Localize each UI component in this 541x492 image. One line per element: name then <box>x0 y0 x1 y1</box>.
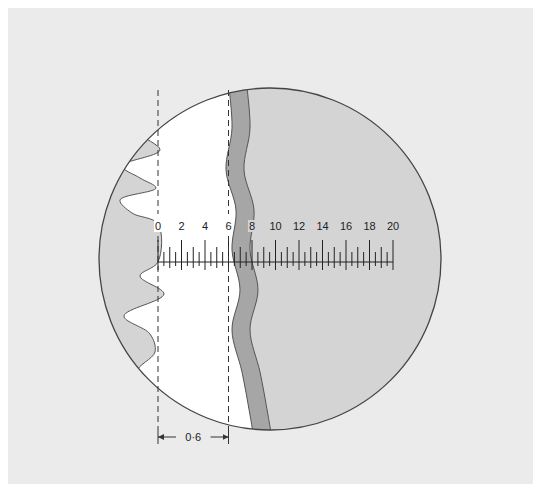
dashed-guide <box>158 236 159 430</box>
scale-tick <box>163 252 164 266</box>
scale-tick <box>228 240 229 270</box>
ground <box>8 8 533 484</box>
scale-tick <box>234 252 235 266</box>
scale-tick <box>293 252 294 266</box>
scale-tick <box>216 247 217 268</box>
bracket-arrow <box>158 437 176 438</box>
scale-number: 6 <box>224 220 232 232</box>
scale-tick <box>240 247 241 268</box>
scale-tick <box>363 252 364 266</box>
scale-tick <box>328 252 329 266</box>
scale-number: 8 <box>248 220 256 232</box>
scale-tick <box>340 252 341 266</box>
scale-tick <box>275 240 276 270</box>
scale-tick <box>169 247 170 268</box>
scale-tick <box>175 252 176 266</box>
scale-tick <box>334 247 335 268</box>
scale-tick <box>181 240 182 270</box>
scale-tick <box>369 240 370 270</box>
scale-tick <box>351 252 352 266</box>
scale-tick <box>222 252 223 266</box>
dashed-guide <box>158 90 159 214</box>
dimension-label: 0·6 <box>184 431 202 443</box>
scale-tick <box>193 247 194 268</box>
scale-tick <box>287 247 288 268</box>
scale-tick <box>199 252 200 266</box>
scale-number: 18 <box>362 220 376 232</box>
scale-tick <box>304 252 305 266</box>
scale-tick <box>158 240 159 270</box>
scale-tick <box>281 252 282 266</box>
scale-tick <box>393 240 394 270</box>
scale-number: 2 <box>177 220 185 232</box>
scale-tick <box>299 240 300 270</box>
scale-tick <box>205 240 206 270</box>
bracket-arrow <box>211 437 229 438</box>
scale-tick <box>252 240 253 270</box>
scale-tick <box>322 240 323 270</box>
scale-number: 10 <box>268 220 282 232</box>
scale-number: 0 <box>154 220 162 232</box>
scale-tick <box>263 247 264 268</box>
scale-tick <box>187 252 188 266</box>
scale-tick <box>269 252 270 266</box>
scale-tick <box>357 247 358 268</box>
dashed-guide <box>228 90 229 214</box>
scale-number: 16 <box>339 220 353 232</box>
scale-number: 4 <box>201 220 209 232</box>
dashed-guide <box>228 236 229 430</box>
wavy-edge <box>120 80 164 445</box>
scale-tick <box>387 252 388 266</box>
scale-tick <box>316 252 317 266</box>
scale-number: 14 <box>315 220 329 232</box>
scale-tick <box>346 240 347 270</box>
scale-tick <box>246 252 247 266</box>
scale-tick <box>257 252 258 266</box>
scale-tick <box>381 247 382 268</box>
scale-number: 20 <box>386 220 400 232</box>
scale-tick <box>210 252 211 266</box>
scale-number: 12 <box>292 220 306 232</box>
scale-tick <box>375 252 376 266</box>
scale-tick <box>310 247 311 268</box>
field-outline <box>99 88 441 430</box>
